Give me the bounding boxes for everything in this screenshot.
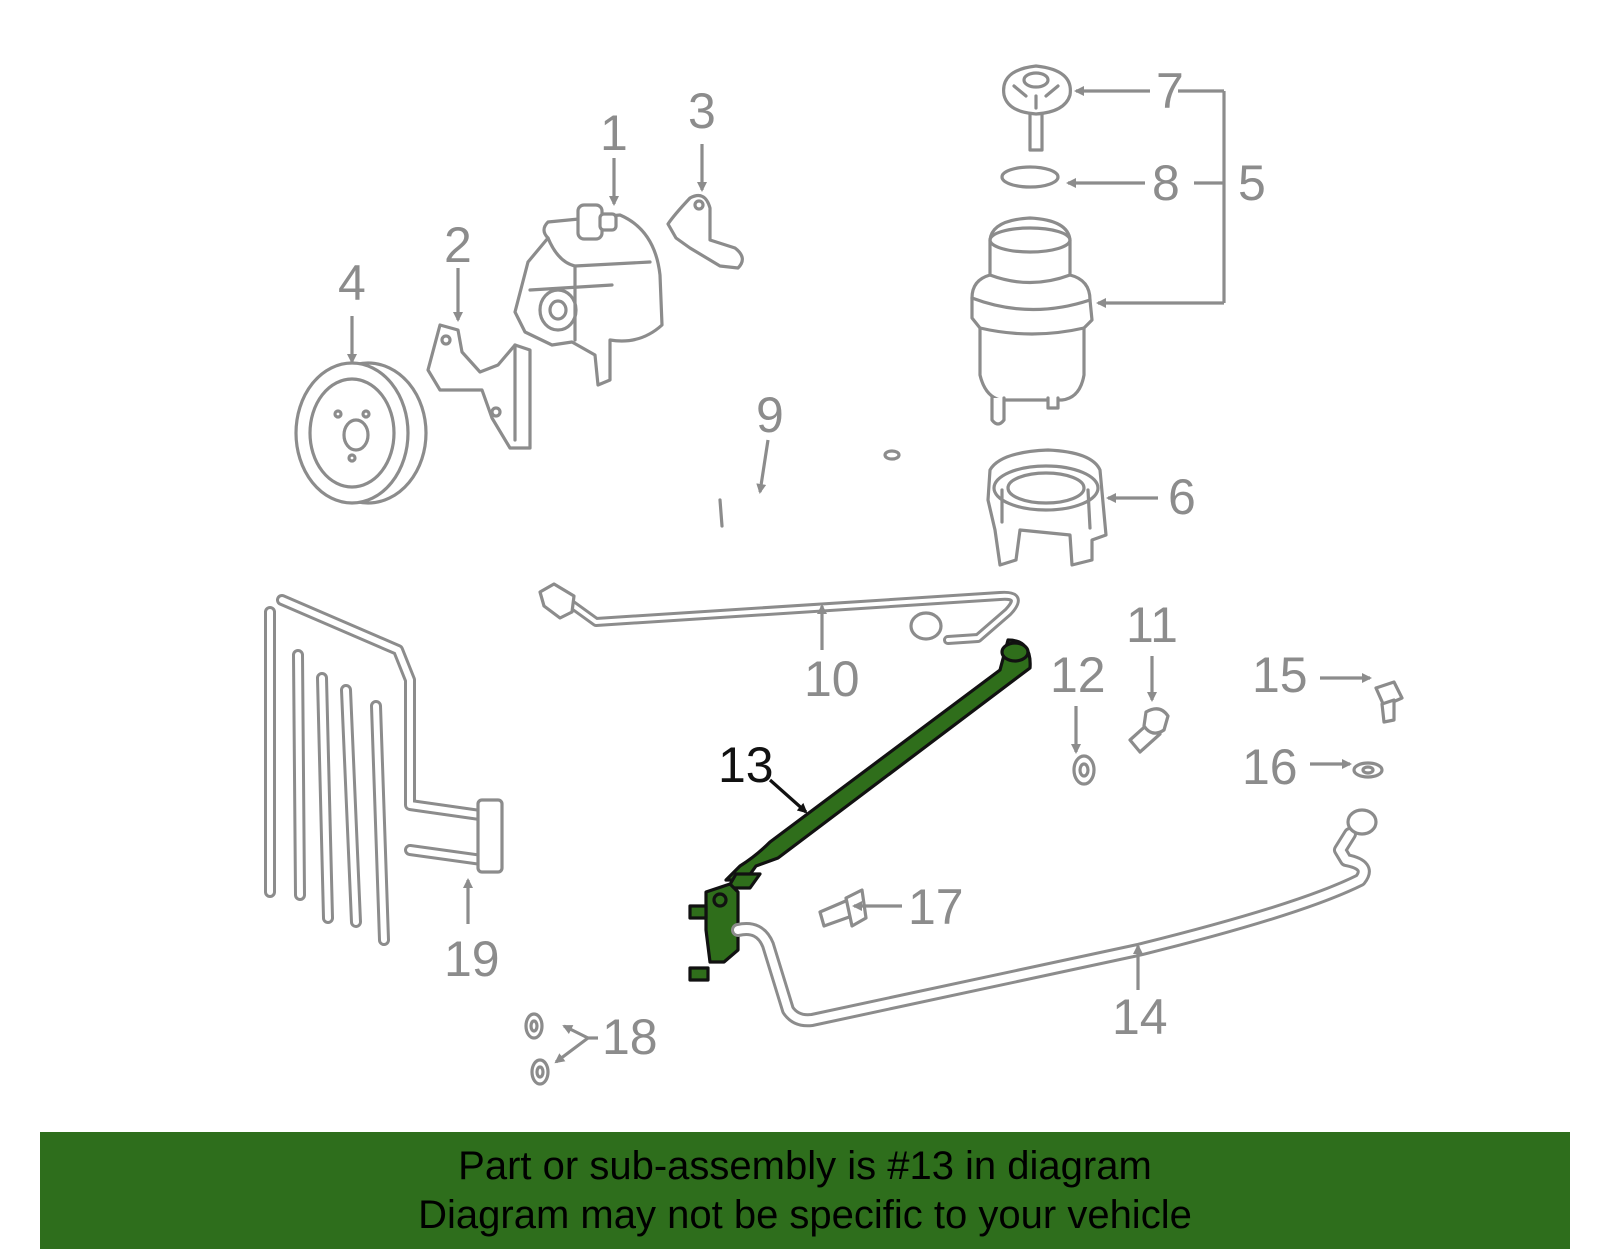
reservoir-cap-part-7 xyxy=(1002,64,1072,152)
line-part-14 xyxy=(731,808,1378,1028)
bracket-part-2 xyxy=(426,323,532,450)
callout-5: 5 xyxy=(1238,155,1266,211)
banner-line-1: Part or sub-assembly is #13 in diagram xyxy=(458,1144,1152,1188)
callout-18: 18 xyxy=(602,1009,658,1065)
washers-part-18 xyxy=(524,1012,550,1086)
callout-2: 2 xyxy=(444,217,472,273)
callout-7: 7 xyxy=(1156,63,1184,119)
callout-arrows xyxy=(347,86,1372,1064)
bolt-part-17 xyxy=(818,888,868,928)
reservoir-bracket-part-6 xyxy=(986,448,1108,567)
callout-6: 6 xyxy=(1168,469,1196,525)
callout-3: 3 xyxy=(688,83,716,139)
power-steering-pump-part-1 xyxy=(513,203,664,387)
washer-part-12 xyxy=(1072,754,1096,786)
callout-16: 16 xyxy=(1242,739,1298,795)
callout-4: 4 xyxy=(338,255,366,311)
callout-14: 14 xyxy=(1112,989,1168,1045)
callout-8: 8 xyxy=(1152,155,1180,211)
pulley-part-4 xyxy=(294,361,428,505)
callout-19: 19 xyxy=(444,931,500,987)
callout-15: 15 xyxy=(1252,647,1308,703)
banner-line-2: Diagram may not be specific to your vehi… xyxy=(418,1193,1192,1237)
callout-9: 9 xyxy=(756,387,784,443)
callout-12: 12 xyxy=(1050,647,1106,703)
callout-11: 11 xyxy=(1126,597,1178,653)
o-ring-part-8 xyxy=(1000,165,1060,189)
hose-part-9 xyxy=(601,448,903,597)
callout-13: 13 xyxy=(718,737,774,793)
info-banner: Part or sub-assembly is #13 in diagram D… xyxy=(40,1132,1570,1249)
washer-part-16 xyxy=(1352,761,1384,779)
callout-labels: 1 2 3 4 5 6 7 8 9 10 11 12 13 14 15 16 1… xyxy=(338,63,1308,1065)
bolt-part-11 xyxy=(1128,707,1170,754)
cooler-part-19 xyxy=(264,594,504,946)
bolt-part-15 xyxy=(1374,680,1404,724)
callout-1: 1 xyxy=(600,105,628,161)
bracket-part-3 xyxy=(666,194,744,270)
return-line-part-13 xyxy=(688,638,1032,982)
callout-17: 17 xyxy=(908,879,964,935)
reservoir-part-5 xyxy=(970,216,1094,426)
pressure-line-part-10 xyxy=(538,582,1020,645)
callout-10: 10 xyxy=(804,651,860,707)
